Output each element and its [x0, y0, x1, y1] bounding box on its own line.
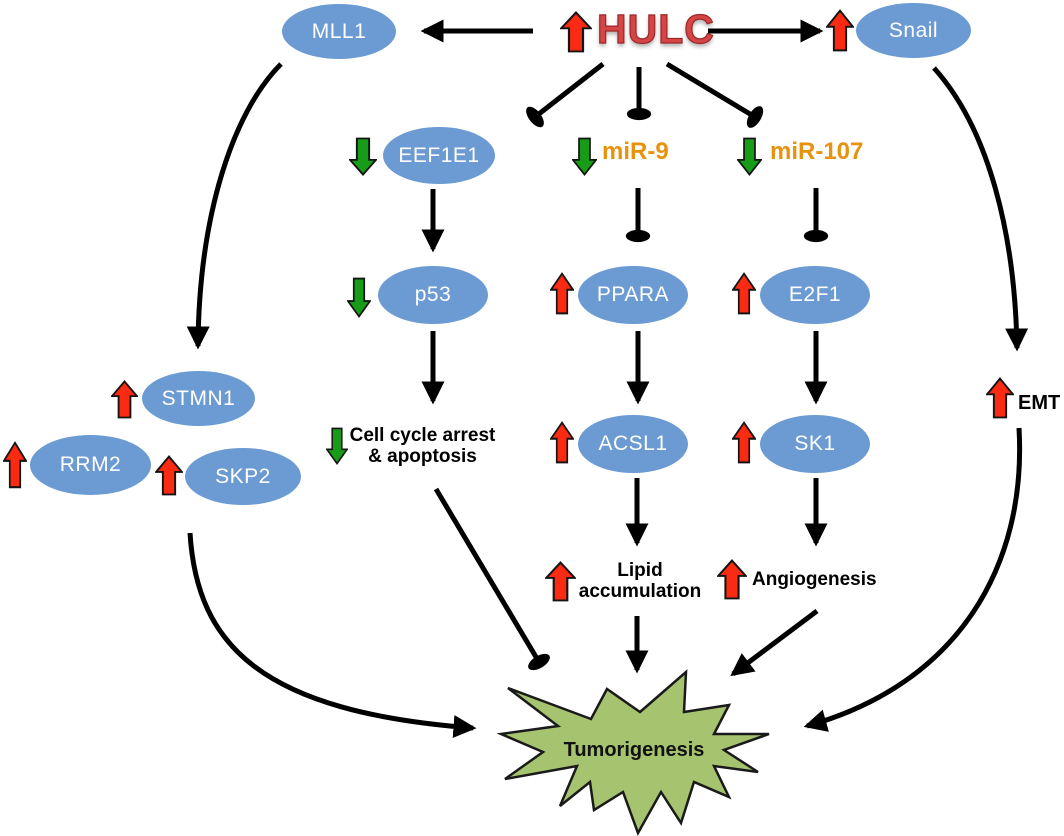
edge-cellcycle-tumorigenesis [433, 487, 550, 671]
node-snail: Snail [856, 3, 971, 58]
node-p53: p53 [378, 266, 488, 324]
cellcycle-line1: Cell cycle arrest [349, 425, 496, 446]
edge-hulc-mir107 [665, 61, 764, 128]
lipid-up-arrow-icon [545, 561, 576, 602]
node-acsl1: ACSL1 [578, 415, 688, 473]
node-ppara: PPARA [578, 266, 688, 324]
node-mll1: MLL1 [282, 4, 396, 59]
emt-up-arrow-icon [986, 377, 1014, 419]
skp2-up-arrow-icon [155, 455, 183, 496]
node-e2f1-label: E2F1 [788, 283, 842, 306]
node-mll1-label: MLL1 [311, 19, 367, 43]
rrm2-up-arrow-icon [3, 441, 27, 489]
emt-label: EMT [1018, 392, 1061, 414]
node-eef1e1: EEF1E1 [383, 127, 495, 184]
edge-angiogenesis-tumorigenesis [730, 609, 819, 677]
p53-down-arrow-icon [347, 277, 371, 318]
node-stmn1-label: STMN1 [161, 386, 236, 410]
acsl1-up-arrow-icon [550, 421, 574, 464]
angiogenesis-label: Angiogenesis [752, 569, 877, 590]
e2f1-up-arrow-icon [732, 272, 756, 315]
node-stmn1: STMN1 [142, 371, 255, 426]
eef1e1-down-arrow-icon [349, 137, 377, 176]
node-acsl1-label: ACSL1 [598, 432, 668, 455]
cellcycle-down-arrow-icon [326, 427, 348, 465]
angiogenesis-up-arrow-icon [717, 559, 747, 600]
edge-mll1-cluster [186, 62, 283, 350]
sk1-up-arrow-icon [732, 421, 756, 464]
edge-emt-tumorigenesis [803, 427, 1023, 732]
lipid-line2: accumulation [578, 581, 702, 602]
edge-cluster-tumorigenesis [187, 532, 477, 738]
node-e2f1: E2F1 [760, 266, 870, 324]
snail-up-arrow-icon [826, 9, 854, 52]
mir9-label: miR-9 [602, 138, 669, 165]
cellcycle-label: Cell cycle arrest & apoptosis [345, 425, 500, 467]
node-ppara-label: PPARA [596, 283, 670, 306]
lipid-label: Lipid accumulation [570, 560, 710, 602]
mir9-down-arrow-icon [572, 137, 597, 176]
tumorigenesis-burst [496, 669, 770, 836]
mir107-label: miR-107 [770, 138, 864, 165]
node-snail-label: Snail [888, 18, 939, 42]
node-rrm2: RRM2 [30, 435, 151, 495]
hulc-up-arrow-icon [560, 11, 592, 53]
node-eef1e1-label: EEF1E1 [398, 143, 480, 167]
node-sk1-label: SK1 [794, 432, 836, 455]
node-rrm2-label: RRM2 [59, 453, 122, 476]
edge-hulc-eef1e1 [526, 62, 605, 128]
mir107-down-arrow-icon [737, 137, 762, 176]
ppara-up-arrow-icon [550, 272, 574, 315]
node-skp2: SKP2 [185, 448, 301, 505]
lipid-line1: Lipid [617, 560, 663, 581]
node-p53-label: p53 [414, 283, 452, 306]
tumorigenesis-label: Tumorigenesis [563, 739, 705, 761]
edge-snail-emt [932, 66, 1029, 352]
stmn1-up-arrow-icon [111, 380, 138, 419]
node-skp2-label: SKP2 [215, 464, 271, 488]
node-sk1: SK1 [760, 415, 870, 473]
hulc-label: HULC [596, 5, 715, 52]
cellcycle-line2: & apoptosis [368, 446, 477, 467]
